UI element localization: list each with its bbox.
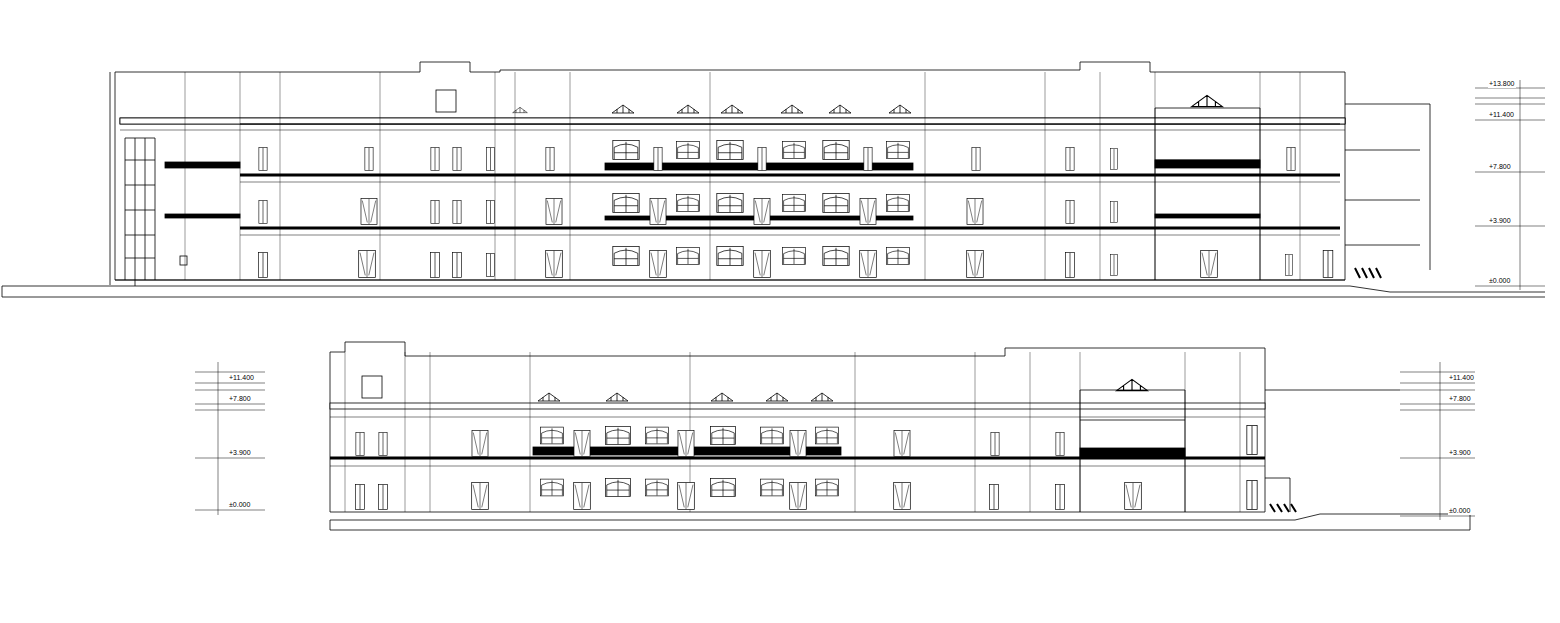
elevation-label: +11.400 bbox=[1488, 111, 1515, 119]
elevation-label: ±0.000 bbox=[1488, 277, 1511, 285]
elevation-label: +3.900 bbox=[228, 449, 252, 457]
elevation-label: +7.800 bbox=[1488, 163, 1512, 171]
elevation-label: +13.800 bbox=[1488, 80, 1516, 88]
elevation-label: +11.400 bbox=[228, 374, 255, 382]
elevation-label: ±0.000 bbox=[1448, 507, 1471, 515]
elevation-label: +7.800 bbox=[1448, 395, 1472, 403]
elevation-label: +11.400 bbox=[1448, 374, 1475, 382]
elevation-label: +3.900 bbox=[1448, 449, 1472, 457]
elevation-label: +3.900 bbox=[1488, 217, 1512, 225]
elevation-label: +7.800 bbox=[228, 395, 252, 403]
elevation-label: ±0.000 bbox=[228, 501, 251, 509]
